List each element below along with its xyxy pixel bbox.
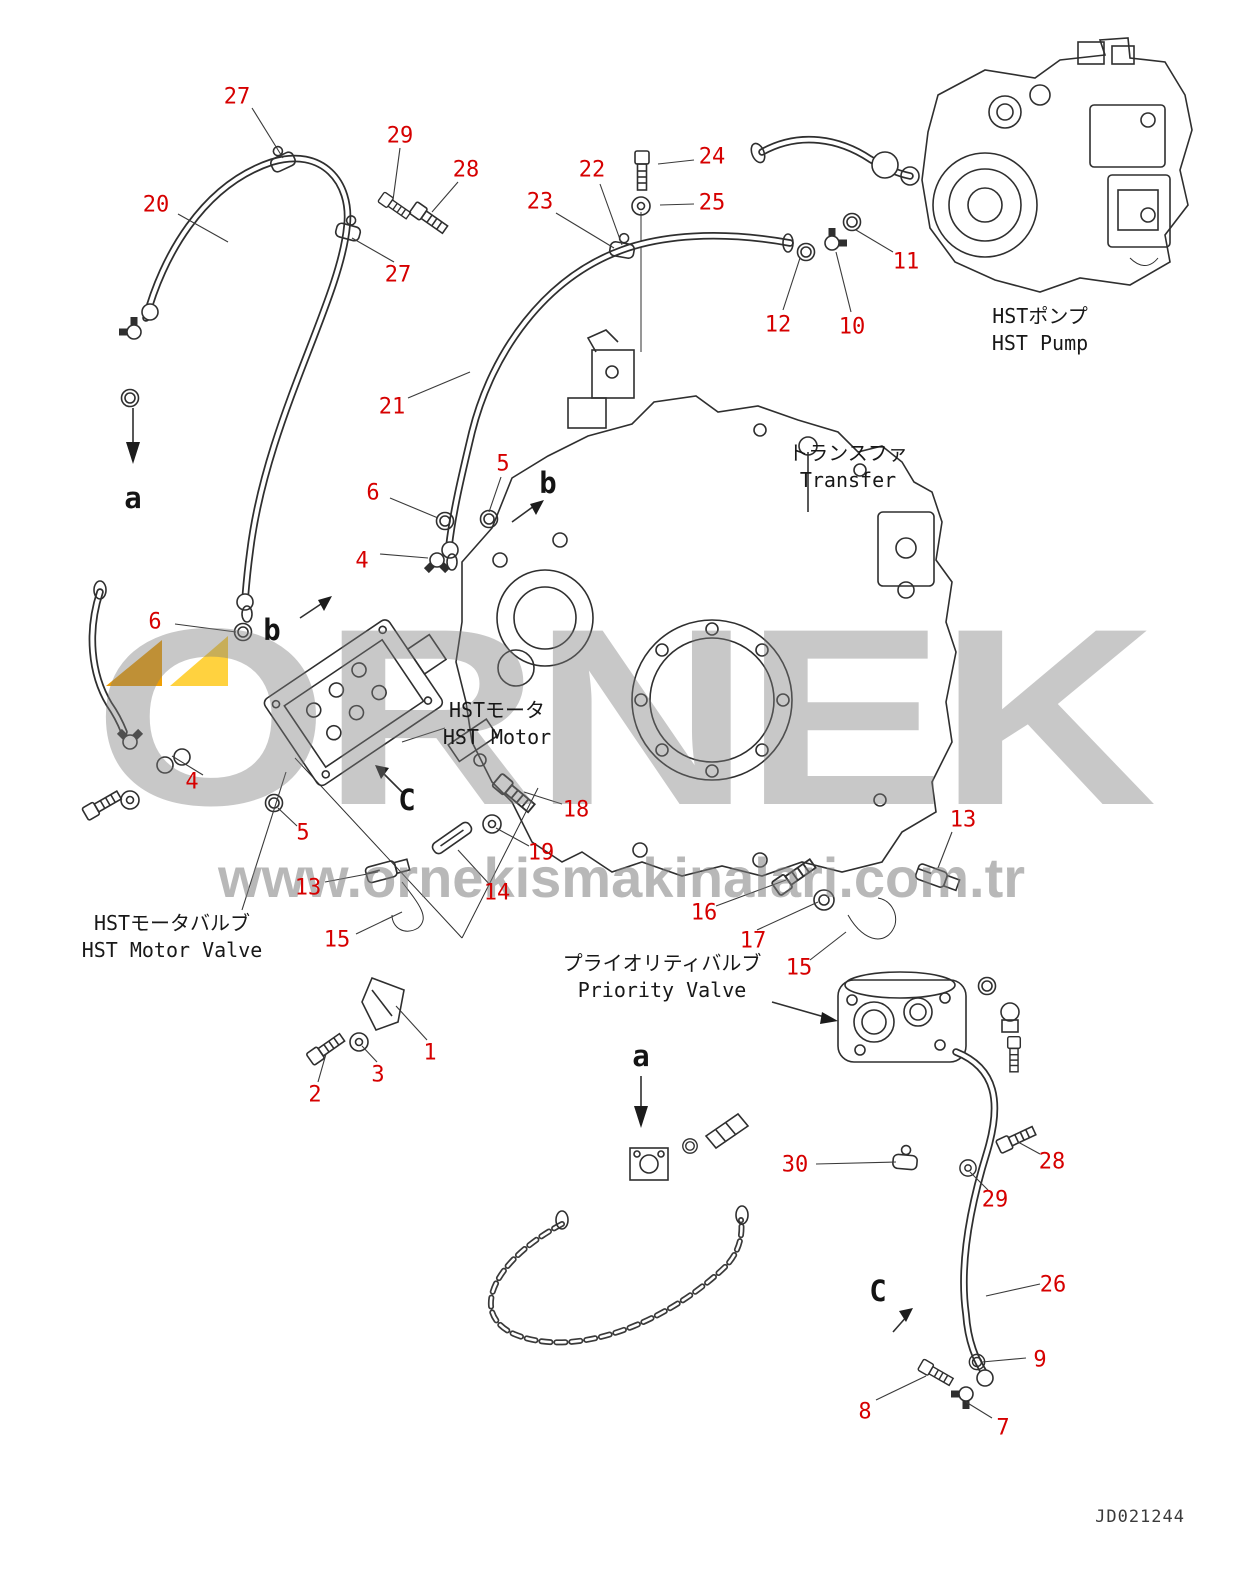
- leader-lines: [171, 107, 1041, 1419]
- view-arrows: [126, 408, 913, 1333]
- drawing-part-code: JD021244: [1095, 1507, 1185, 1527]
- hst-motor-valve-drawing: [263, 619, 539, 939]
- hoses-drawing: [80, 141, 999, 1409]
- hst-pump-drawing: [750, 37, 1193, 293]
- hardware-drawing: [233, 150, 1038, 1389]
- priority-valve-drawing: [837, 971, 1022, 1073]
- transfer-drawing: [455, 212, 957, 877]
